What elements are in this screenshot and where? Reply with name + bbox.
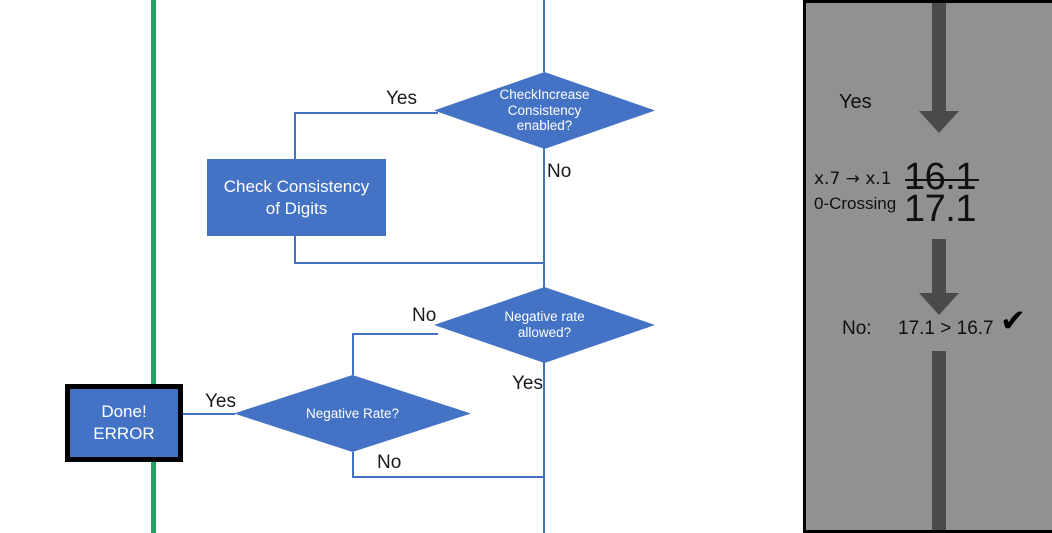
annotation-panel: Yes x.7 → x.1 0-Crossing 16.1 17.1 No: 1…: [803, 0, 1052, 533]
connector-negallowed-no-horizontal: [352, 333, 438, 335]
decision-negrate-line1: Negative Rate?: [305, 405, 400, 421]
panel-zero-crossing-label: 0-Crossing: [814, 194, 897, 213]
terminator-done-error-label: Done! ERROR: [93, 401, 154, 445]
panel-value-result: 17.1: [904, 188, 976, 230]
panel-arrowhead-middle: [919, 293, 959, 315]
terminator-done-error[interactable]: Done! ERROR: [65, 384, 183, 462]
label-negallowed-yes: Yes: [512, 373, 543, 394]
label-checkincrease-yes: Yes: [386, 88, 417, 109]
decision-checkincrease-line3: enabled?: [516, 118, 573, 134]
decision-checkincrease-label: CheckIncrease Consistency enabled?: [493, 87, 595, 134]
label-negrate-yes: Yes: [205, 391, 236, 412]
panel-strikethrough-line: [905, 179, 979, 181]
check-icon: ✔: [1000, 303, 1026, 339]
panel-value-struck: 16.1: [904, 156, 976, 198]
decision-negative-rate[interactable]: Negative Rate?: [234, 375, 471, 452]
process-check-consistency-line2: of Digits: [265, 198, 328, 218]
process-check-consistency-label: Check Consistency of Digits: [224, 176, 370, 219]
decision-negative-rate-label: Negative Rate?: [300, 406, 405, 422]
decision-checkincrease-line1: CheckIncrease: [499, 87, 590, 103]
connector-trunk-top: [543, 0, 545, 72]
decision-negallowed-line1: Negative rate: [504, 309, 585, 325]
connector-negrate-no-horizontal: [352, 476, 544, 478]
connector-negallowed-no-vertical: [352, 333, 354, 375]
decision-negallowed-line2: allowed?: [517, 325, 572, 340]
panel-arrow-shaft-middle: [932, 239, 946, 293]
panel-arrowhead-top: [919, 111, 959, 133]
panel-arrow-shaft-top: [932, 3, 946, 111]
terminator-line1: Done!: [101, 401, 147, 421]
connector-negrate-no-vertical: [352, 452, 354, 478]
decision-checkincrease-line2: Consistency: [507, 102, 582, 118]
green-divider-line: [151, 0, 156, 533]
panel-comparison: 17.1 > 16.7: [898, 318, 994, 339]
label-negrate-no: No: [377, 452, 402, 473]
panel-arrow-shaft-bottom: [932, 351, 946, 530]
panel-no-label: No:: [842, 318, 872, 339]
terminator-line2: ERROR: [93, 424, 155, 443]
decision-negative-rate-allowed-label: Negative rate allowed?: [498, 309, 590, 340]
connector-yes-top-horizontal: [294, 112, 438, 114]
connector-negrate-yes-horizontal: [173, 413, 235, 415]
connector-negallowed-yes: [543, 362, 545, 478]
panel-rounding-label: x.7 → x.1: [814, 169, 892, 189]
process-check-consistency-of-digits[interactable]: Check Consistency of Digits: [207, 159, 386, 236]
decision-checkincrease-consistency[interactable]: CheckIncrease Consistency enabled?: [434, 72, 655, 149]
decision-negative-rate-allowed[interactable]: Negative rate allowed?: [434, 287, 655, 363]
process-check-consistency-line1: Check Consistency: [223, 177, 370, 197]
connector-checkincrease-no: [543, 148, 545, 288]
label-negallowed-no: No: [412, 305, 437, 326]
label-checkincrease-no: No: [547, 161, 572, 182]
connector-trunk-bottom: [543, 476, 545, 533]
panel-yes-label: Yes: [839, 91, 872, 113]
connector-yes-return-horizontal: [294, 262, 545, 264]
